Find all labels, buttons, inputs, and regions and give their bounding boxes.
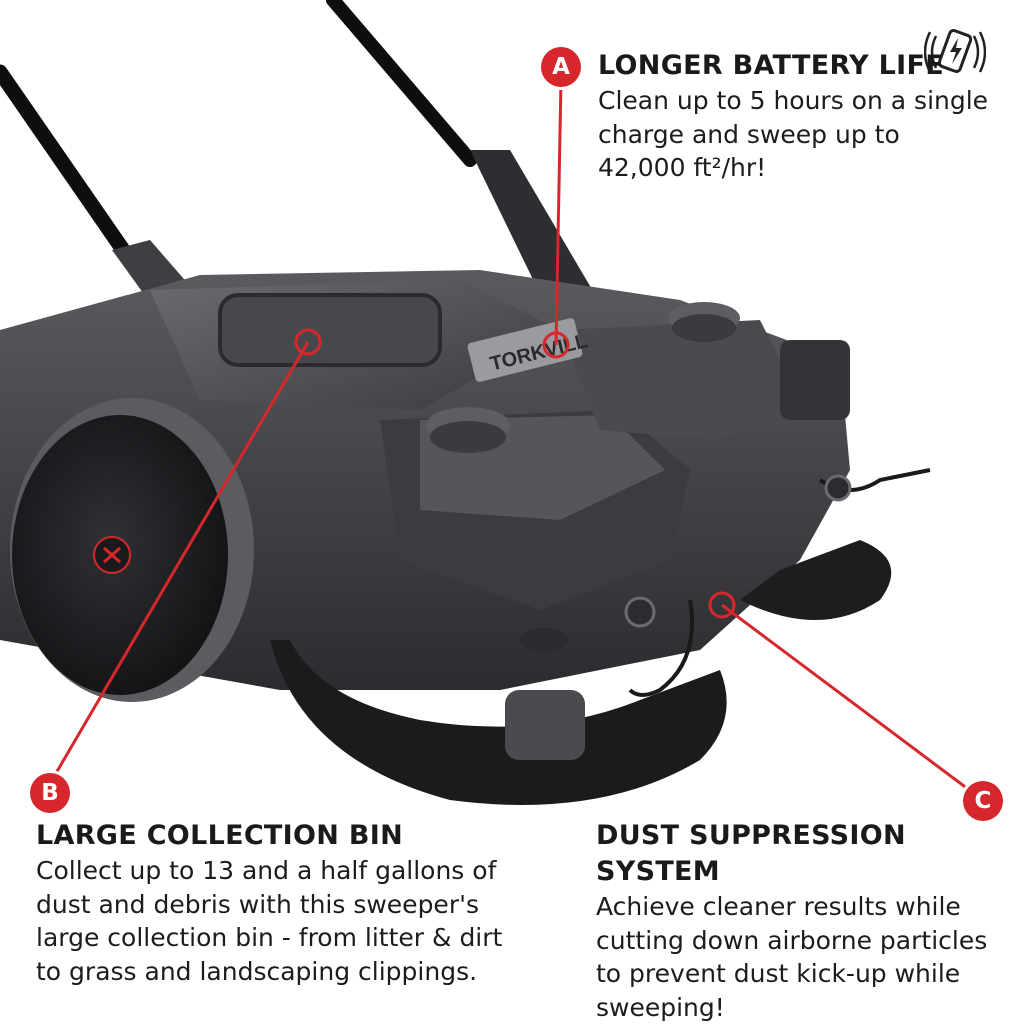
rear-wheel — [10, 398, 254, 702]
feature-title: LONGER BATTERY LIFE — [598, 50, 944, 81]
feature-collection-bin: LARGE COLLECTION BIN Collect up to 13 an… — [36, 818, 536, 988]
feature-description: Achieve cleaner results while cutting do… — [596, 892, 988, 1022]
callout-lines — [50, 79, 981, 800]
feature-dust-suppression: DUST SUPPRESSION SYSTEM Achieve cleaner … — [596, 818, 1016, 1024]
battery-vibration-icon — [924, 29, 986, 73]
feature-battery-life: LONGER BATTERY LIFE Clean up to 5 hours … — [598, 48, 998, 185]
side-brushes — [270, 540, 892, 805]
dust-suppression-nozzles — [624, 468, 931, 697]
feature-title: LARGE COLLECTION BIN — [36, 820, 403, 851]
feature-description: Clean up to 5 hours on a single charge a… — [598, 86, 989, 182]
callout-badge-b: B — [30, 773, 70, 813]
feature-title: DUST SUPPRESSION SYSTEM — [596, 820, 906, 887]
callout-badge-a: A — [541, 47, 581, 87]
callout-badge-c: C — [963, 781, 1003, 821]
feature-description: Collect up to 13 and a half gallons of d… — [36, 856, 503, 986]
